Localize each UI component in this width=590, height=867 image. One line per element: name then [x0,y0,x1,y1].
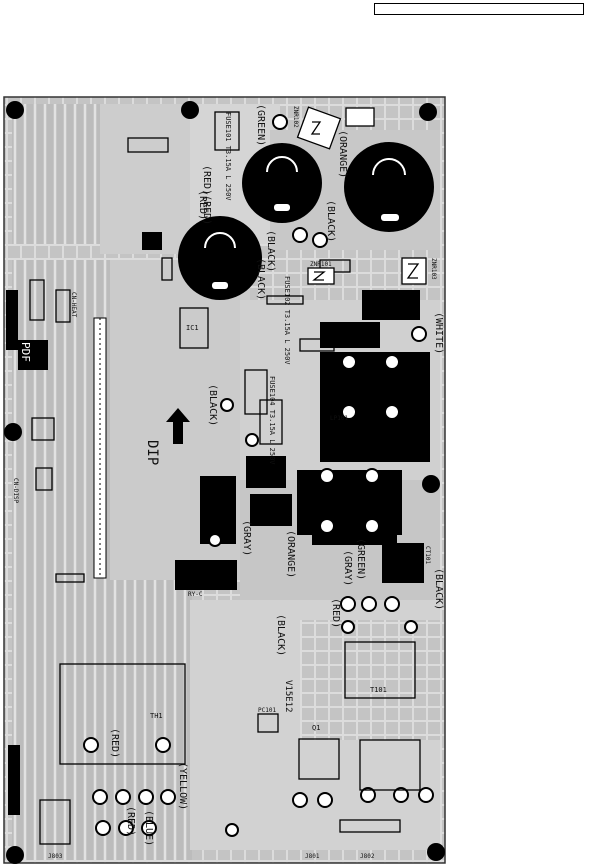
screw-terminals [83,114,434,837]
label-ic1: IC1 [186,324,199,332]
mount-hole-top-right [419,103,437,121]
capacitor-c2 [344,142,434,232]
label-znr-mid: ZNR101 [310,261,332,268]
dip-arrow-icon [166,408,190,444]
label-znr-right: ZNR103 [430,258,437,280]
mount-hole-top-left [6,101,24,119]
label-blue-low: (BLUE) [143,810,154,846]
label-fuse-mid: FUSE102 T3.15A L 250V [283,276,291,365]
label-black-3: (BLACK) [255,258,266,300]
mount-hole-mid-right [422,475,440,493]
label-black-bottom: (BLACK) [275,614,286,656]
label-fuse-lower: FUSE104 T3.15A L 250V [268,376,276,465]
label-cn-disp: CN-DISP [12,478,19,504]
label-j803: J803 [48,853,63,860]
capacitor-c3 [178,216,262,300]
terminal-blocks [6,232,430,815]
label-green-top: (GREEN) [255,104,266,146]
mounting-holes [4,101,445,864]
label-cn-heat: CN-HEAT [70,292,77,318]
label-black-2: (BLACK) [325,200,336,242]
label-red-bottom: (RED) [330,598,341,628]
label-yellow-low: (YELLOW) [177,762,188,810]
label-red-low: (RED) [109,728,120,758]
label-pc101: PC101 [258,707,276,714]
label-black-mid: (BLACK) [207,384,218,426]
znr-symbols [296,106,427,285]
capacitor-c1 [242,143,322,223]
label-red-left: (RED) [197,190,208,220]
mount-hole-bottom-left [6,846,24,864]
label-gray: (GRAY) [241,520,252,556]
label-model: V15E12 [283,680,293,713]
label-fuse-top: FUSE101 T3.15A L 250V [224,112,232,201]
label-black-1: (BLACK) [265,230,276,272]
label-ry-c: RY-C [188,591,203,598]
label-q1: Q1 [312,724,320,732]
mount-hole-mid-left [4,423,22,441]
label-dip: DIP [144,440,160,465]
label-red-bottom-2: (RED) [125,806,136,836]
label-lp101: LP101 [330,415,348,422]
label-white: (WHITE) [433,312,444,354]
connector-strip [93,317,107,579]
label-znr-top: ZNR102 [292,106,299,128]
label-j802: J802 [360,853,375,860]
mount-hole-bottom-right [427,843,445,861]
label-j801: J801 [305,853,320,860]
label-th1: TH1 [150,712,163,720]
label-ct101: CT101 [424,546,431,564]
label-orange-mid: (ORANGE) [285,530,296,578]
label-green-mid: (GREEN) [355,538,366,580]
header-box [374,3,584,15]
label-black-right: (BLACK) [433,568,444,610]
label-pdf: PDF [19,342,32,362]
label-red-red: (RED)(RED) [201,165,212,225]
label-gray-mid: (GRAY) [342,550,353,586]
label-orange-top: (ORANGE) [337,130,348,178]
board-labels: (GREEN) (RED)(RED) (RED) (BLACK) (BLACK)… [12,104,444,860]
label-t101: T101 [370,686,387,694]
passive-components [29,111,421,845]
mount-hole-top-mid [181,101,199,119]
